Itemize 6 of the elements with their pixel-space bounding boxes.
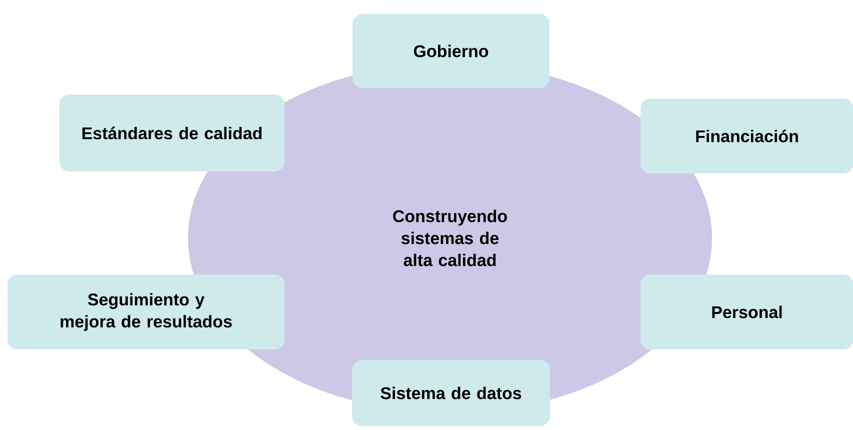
topic-box: Estándares de calidad (60, 94, 284, 172)
topic-box: Financiación (640, 98, 853, 174)
topic-box: Seguimiento y mejora de resultados (8, 274, 284, 350)
topic-box: Personal (640, 274, 853, 350)
topic-box: Gobierno (352, 14, 550, 88)
topic-box: Sistema de datos (352, 360, 550, 426)
